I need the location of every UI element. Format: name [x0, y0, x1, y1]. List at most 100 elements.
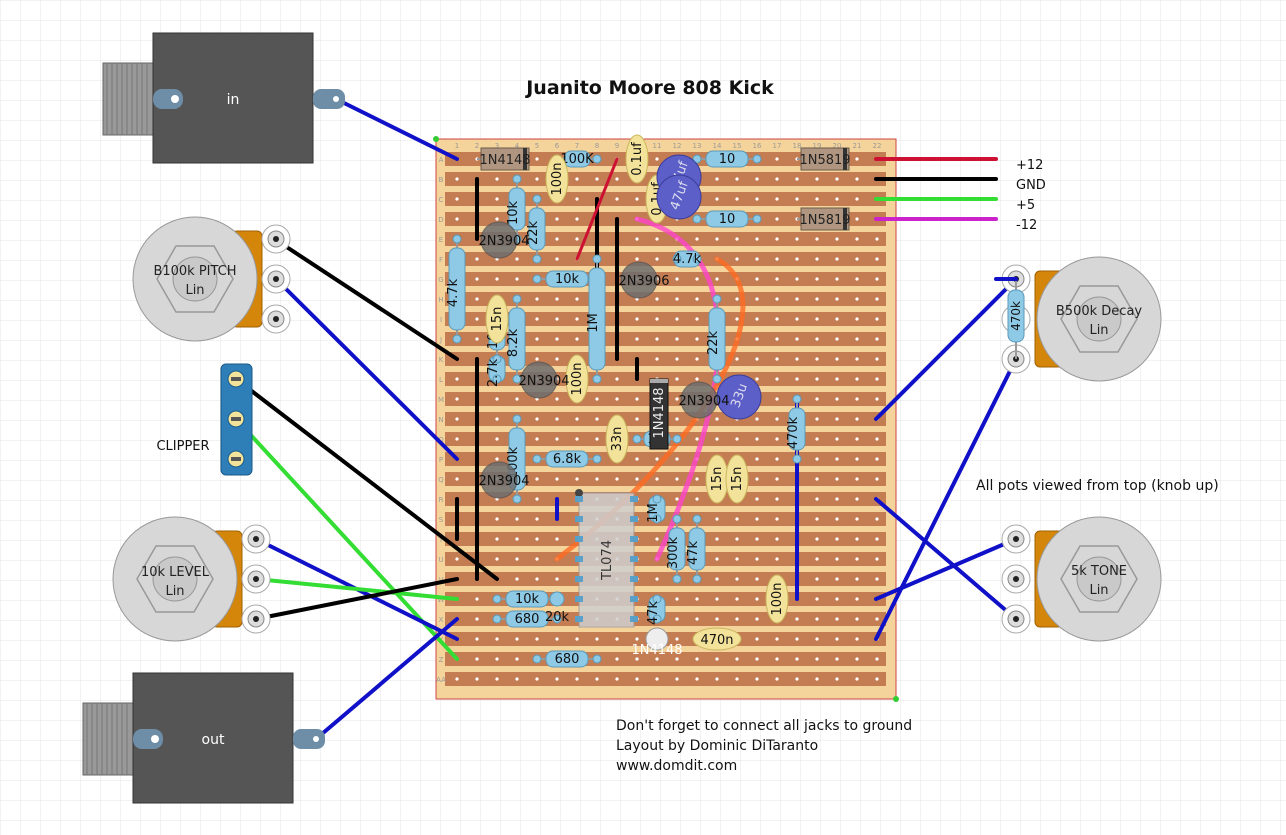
column-label: 1	[455, 142, 459, 150]
footer-line-2: Layout by Dominic DiTaranto	[616, 738, 818, 754]
row-label: S	[439, 516, 444, 524]
resistor-label: 1M	[586, 313, 601, 333]
power-label-minus12: -12	[1016, 218, 1037, 233]
diagram-title: Juanito Moore 808 Kick	[524, 77, 774, 99]
row-label: F	[439, 256, 443, 264]
resistor: 470k	[786, 394, 806, 464]
resistor-label: 100K	[560, 152, 594, 167]
row-label: G	[438, 276, 443, 284]
electrolytic-capacitors: 47uf47uf33u	[656, 154, 762, 420]
resistor-label: 6.8k	[553, 452, 582, 467]
resistor: 22k	[706, 294, 726, 384]
copper-strip	[445, 312, 886, 326]
row-label: Z	[439, 656, 444, 664]
components: 100K101010k22k4.7k10k4.7k1M22k100k8.2k2.…	[446, 134, 851, 668]
row-label: C	[439, 196, 444, 204]
column-label: 16	[753, 142, 762, 150]
row-label: T	[438, 536, 444, 544]
column-label: 19	[813, 142, 822, 150]
copper-strip	[445, 672, 886, 686]
clipper-socket: CLIPPER	[156, 363, 253, 476]
film-capacitor: 0.1uf	[625, 134, 649, 184]
footer-line-1: Don't forget to connect all jacks to gro…	[616, 718, 912, 734]
copper-strip	[445, 292, 886, 306]
film-capacitor: 15n	[705, 454, 729, 504]
copper-strip	[445, 572, 886, 586]
film-capacitor: 100n	[545, 154, 569, 204]
resistor-label: 10	[719, 212, 736, 227]
resistor: 22k	[526, 194, 546, 264]
row-label: L	[439, 376, 443, 384]
column-label: 22	[873, 142, 882, 150]
column-label: 7	[575, 142, 579, 150]
row-label: K	[439, 356, 444, 364]
column-labels: 12345678910111213141516171819202122	[455, 142, 882, 150]
resistor-label: 10k	[515, 592, 540, 607]
capacitor-label: 470n	[700, 633, 733, 648]
resistor-label: 680	[555, 652, 580, 667]
column-label: 15	[733, 142, 742, 150]
footer-line-3: www.domdit.com	[616, 758, 737, 774]
diode: 1N4148	[631, 627, 683, 658]
pot-tone: 5k TONE Lin	[1001, 516, 1162, 642]
resistor: 6.8k	[532, 450, 602, 468]
row-label: A	[439, 156, 444, 164]
diode-label: 1N4148	[631, 643, 682, 658]
diode-label: 1N5819	[799, 213, 850, 228]
resistor-label: 47k	[646, 600, 661, 625]
transistor-label: 2N3904	[678, 394, 729, 409]
column-label: 9	[615, 142, 619, 150]
row-label: B	[439, 176, 444, 184]
copper-strip	[445, 252, 886, 266]
diode-label: 1N4148	[479, 153, 530, 168]
resistor-label: 4.7k	[446, 278, 461, 307]
resistor-label: 47k	[686, 540, 701, 565]
row-labels: ABCDEFGHIJKLMNOPQRSTUVWXYZAA	[436, 156, 446, 684]
transistor-label: 2N3906	[618, 274, 669, 289]
film-capacitor: 15n	[725, 454, 749, 504]
column-label: 11	[653, 142, 662, 150]
offboard-wires	[234, 97, 1018, 741]
resistor: 4.7k	[672, 250, 702, 268]
resistor: 4.7k	[446, 234, 466, 344]
resistor-label: 8.2k	[506, 328, 521, 357]
power-labels: +12 GND +5 -12	[1016, 158, 1046, 233]
copper-strip	[445, 332, 886, 346]
clipper-label: CLIPPER	[156, 439, 209, 454]
row-label: Q	[438, 476, 444, 484]
row-label: W	[438, 596, 445, 604]
copper-strip	[445, 552, 886, 566]
transistor-label: 2N3904	[518, 374, 569, 389]
row-label: AA	[436, 676, 446, 684]
row-label: U	[438, 556, 443, 564]
column-label: 17	[773, 142, 782, 150]
diode: 1N4148	[649, 378, 669, 450]
output-jack: out	[82, 672, 325, 804]
resistor: 10k	[532, 270, 602, 288]
transistor-label: 2N3904	[478, 234, 529, 249]
resistor: 47k	[646, 594, 666, 625]
column-label: 12	[673, 142, 682, 150]
resistor: 1M	[586, 254, 606, 384]
diode: 1N5819	[797, 207, 851, 231]
pot-decay: B500k Decay Lin	[1001, 256, 1162, 382]
resistor-470k-on-decay-pot: 470k	[1007, 279, 1025, 359]
copper-strip	[445, 352, 886, 366]
capacitor-label: 33n	[610, 427, 625, 452]
resistor-label: 470k	[786, 416, 801, 449]
resistor-label: 22k	[706, 330, 721, 355]
column-label: 14	[713, 142, 722, 150]
resistor-label: 22k	[526, 220, 541, 245]
column-label: 4	[515, 142, 520, 150]
power-label-plus5: +5	[1016, 198, 1035, 213]
resistor: 10k	[506, 174, 526, 244]
film-capacitor: 470n	[692, 627, 742, 651]
row-label: M	[438, 396, 444, 404]
power-label-gnd: GND	[1016, 178, 1046, 193]
row-label: E	[439, 236, 443, 244]
pot-pitch-taper: Lin	[185, 283, 204, 298]
electrolytic-capacitor: 47uf	[656, 174, 702, 220]
resistor-label: 10	[719, 152, 736, 167]
